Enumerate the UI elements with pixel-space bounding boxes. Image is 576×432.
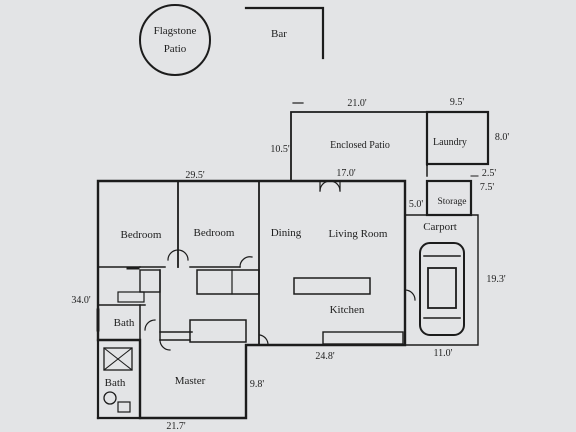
dim-enclosed-patio-depth: 10.5' <box>270 144 290 155</box>
bar-outline <box>244 6 325 60</box>
dim-house-bottom: 24.8' <box>315 351 335 362</box>
laundry-label: Laundry <box>433 137 467 148</box>
kitchen-island <box>293 277 371 295</box>
bath-label-1: Bath <box>114 317 135 329</box>
dining-label: Dining <box>271 227 302 239</box>
dim-house-top-right: 17.0' <box>336 168 356 179</box>
bar-label: Bar <box>271 28 287 40</box>
flagstone-patio-label-line1: Flagstone <box>154 25 197 37</box>
dim-storage-a: 2.5' <box>482 168 497 179</box>
living-room-label: Living Room <box>329 228 388 240</box>
dim-master-width: 21.7' <box>166 421 186 432</box>
dim-storage-b: 7.5' <box>480 182 495 193</box>
flagstone-patio-label-line2: Patio <box>164 43 187 55</box>
kitchen-label: Kitchen <box>330 304 365 316</box>
dim-laundry-depth: 8.0' <box>495 132 510 143</box>
dim-carport-width: 11.0' <box>434 348 453 359</box>
bath-label-2: Bath <box>105 377 126 389</box>
dim-storage-offset: 5.0' <box>409 199 424 210</box>
dim-master-depth: 9.8' <box>250 379 265 390</box>
bedroom-label-2: Bedroom <box>194 227 235 239</box>
dim-enclosed-patio-width: 21.0' <box>347 98 367 109</box>
carport-outline <box>404 214 479 346</box>
storage-label: Storage <box>437 197 466 207</box>
dim-carport-depth: 19.3' <box>486 274 506 285</box>
dim-laundry-width: 9.5' <box>450 97 465 108</box>
bedroom-label-1: Bedroom <box>121 229 162 241</box>
dim-house-depth: 34.0' <box>71 295 91 306</box>
dim-house-top-left: 29.5' <box>185 170 205 181</box>
car-symbol <box>419 242 465 336</box>
enclosed-patio-label: Enclosed Patio <box>330 140 390 151</box>
carport-label: Carport <box>423 221 457 233</box>
flagstone-patio-outline <box>139 4 211 76</box>
master-label: Master <box>175 375 206 387</box>
